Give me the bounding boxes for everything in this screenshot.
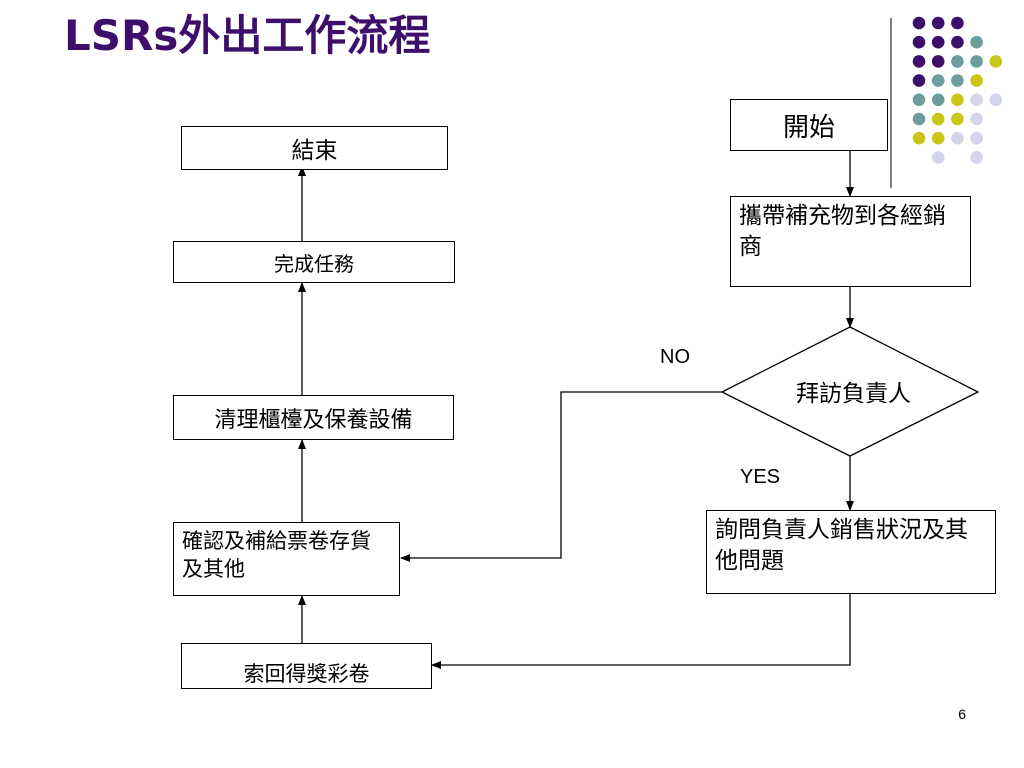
decorative-dot <box>951 16 964 30</box>
arrow-no-to-confirm <box>400 391 722 562</box>
ask-manager-box: 詢問負責人銷售狀況及其他問題 <box>706 510 996 594</box>
decorative-dot <box>970 131 983 145</box>
decorative-dot <box>912 131 926 145</box>
decorative-dot <box>951 55 964 68</box>
decorative-dot <box>931 16 945 30</box>
decorative-dot <box>951 93 964 107</box>
collect-tickets-box: 索回得獎彩卷 <box>181 643 432 689</box>
clean-counter-box: 清理櫃檯及保養設備 <box>173 395 454 440</box>
decorative-dot <box>931 112 945 126</box>
decorative-dot <box>912 112 926 126</box>
yes-label: YES <box>740 466 781 488</box>
arrow-ask-to-collect <box>431 594 851 669</box>
slide-title: LSRs外出工作流程 <box>64 11 431 60</box>
decorative-dot <box>970 74 983 87</box>
decorative-dot <box>970 55 983 68</box>
decorative-dot <box>931 93 945 107</box>
decorative-dot <box>951 35 964 49</box>
end-label: 結束 <box>291 138 338 164</box>
complete-task-label: 完成任務 <box>274 251 354 276</box>
decorative-dot <box>951 74 964 87</box>
decorative-dot <box>989 55 1003 68</box>
end-box: 結束 <box>181 126 448 170</box>
confirm-restock-label: 確認及補給票卷存貨及其他 <box>182 529 371 582</box>
decorative-dot <box>970 93 983 107</box>
start-box: 開始 <box>730 99 888 151</box>
decorative-dot <box>912 55 926 68</box>
decorative-dot <box>970 35 983 49</box>
carry-supplies-label: 攜帶補充物到各經銷商 <box>739 203 946 261</box>
carry-supplies-box: 攜帶補充物到各經銷商 <box>730 196 971 287</box>
decorative-dot <box>931 55 945 68</box>
complete-task-box: 完成任務 <box>173 241 455 283</box>
clean-counter-label: 清理櫃檯及保養設備 <box>214 407 413 433</box>
page-number: 6 <box>958 706 966 722</box>
ask-manager-label: 詢問負責人銷售狀況及其他問題 <box>715 517 968 575</box>
decorative-dot <box>970 112 983 126</box>
decorative-dot <box>931 131 945 145</box>
confirm-restock-box: 確認及補給票卷存貨及其他 <box>173 522 400 596</box>
decorative-dot <box>931 35 945 49</box>
decorative-dot <box>912 16 926 30</box>
decorative-dot <box>931 74 945 87</box>
decorative-dot <box>970 151 983 164</box>
decorative-dot <box>912 35 926 49</box>
collect-tickets-label: 索回得獎彩卷 <box>243 662 370 686</box>
no-label: NO <box>660 346 690 368</box>
decision-diamond-shape <box>720 326 980 457</box>
decorative-dot <box>931 151 945 164</box>
decorative-dot <box>951 112 964 126</box>
decorative-dot <box>912 74 926 87</box>
start-label: 開始 <box>782 112 835 143</box>
decorative-dot <box>912 93 926 107</box>
decision-visit-label: 拜訪負責人 <box>796 381 911 407</box>
decorative-dot <box>951 131 964 145</box>
decorative-dot <box>989 93 1003 107</box>
